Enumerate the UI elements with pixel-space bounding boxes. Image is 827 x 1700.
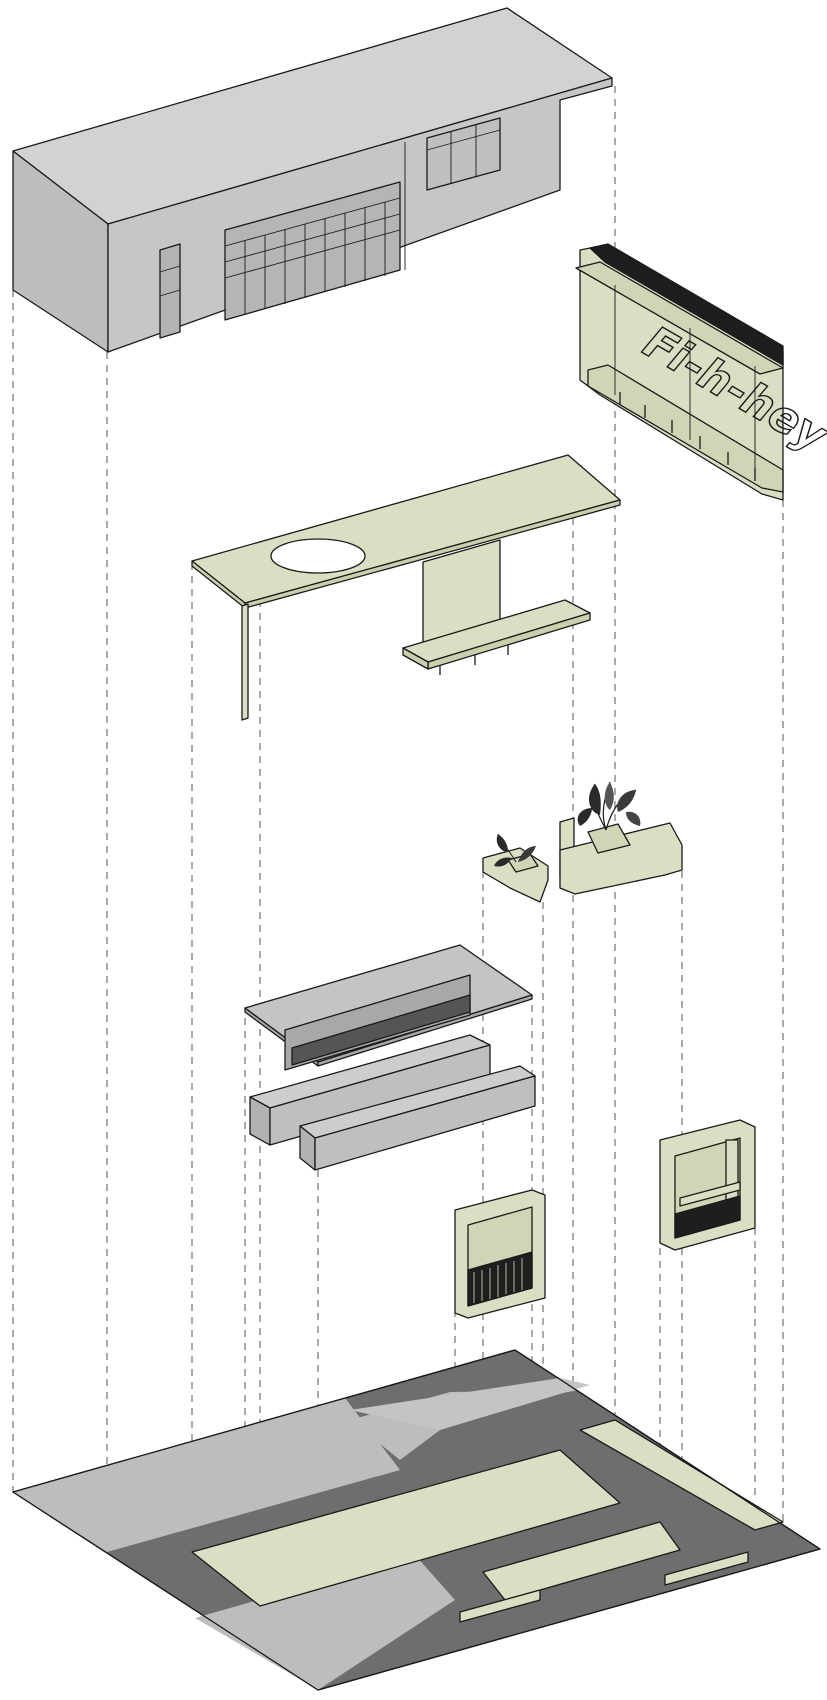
plant-icon <box>577 781 641 831</box>
plant-pot-right <box>587 823 631 854</box>
sign-shelf-brackets <box>619 392 756 481</box>
floor-step <box>459 1589 541 1623</box>
roof-shell <box>12 7 613 353</box>
small-cabinet-left <box>454 1189 546 1319</box>
sign-upper-shelf <box>575 261 784 375</box>
small-cabinet-right <box>659 1119 756 1251</box>
bench-front-side <box>314 1075 536 1171</box>
table-top <box>191 454 621 604</box>
floor-green-zone-small <box>482 1521 681 1601</box>
cabinet-vinyl-rack <box>674 1195 741 1239</box>
shop-window <box>224 181 401 321</box>
floor-green-strip <box>579 1419 784 1531</box>
floor-green-zone-main <box>191 1449 621 1607</box>
cabinet-vinyl-rack <box>467 1251 533 1307</box>
sign-lower-shelf <box>587 364 784 493</box>
grey-table-benches <box>244 944 536 1171</box>
table-cutout <box>270 538 366 574</box>
floor-step <box>664 1551 749 1586</box>
table-leg <box>241 603 249 721</box>
floor-grey-zone-front <box>195 1555 455 1690</box>
plant-icon <box>494 833 536 867</box>
planter-long-block <box>559 822 683 895</box>
floor-plan <box>12 1349 821 1691</box>
shop-window-mullions <box>244 202 386 315</box>
sign-top-shelf-rail <box>589 243 784 366</box>
signage-wall: Fi-h-hey <box>575 243 827 501</box>
planter-left-block <box>482 847 549 903</box>
planter-shelf <box>482 781 683 903</box>
floor-grey-zone-left <box>13 1398 400 1552</box>
counter-table <box>191 454 621 721</box>
sign-uprights <box>614 285 756 478</box>
